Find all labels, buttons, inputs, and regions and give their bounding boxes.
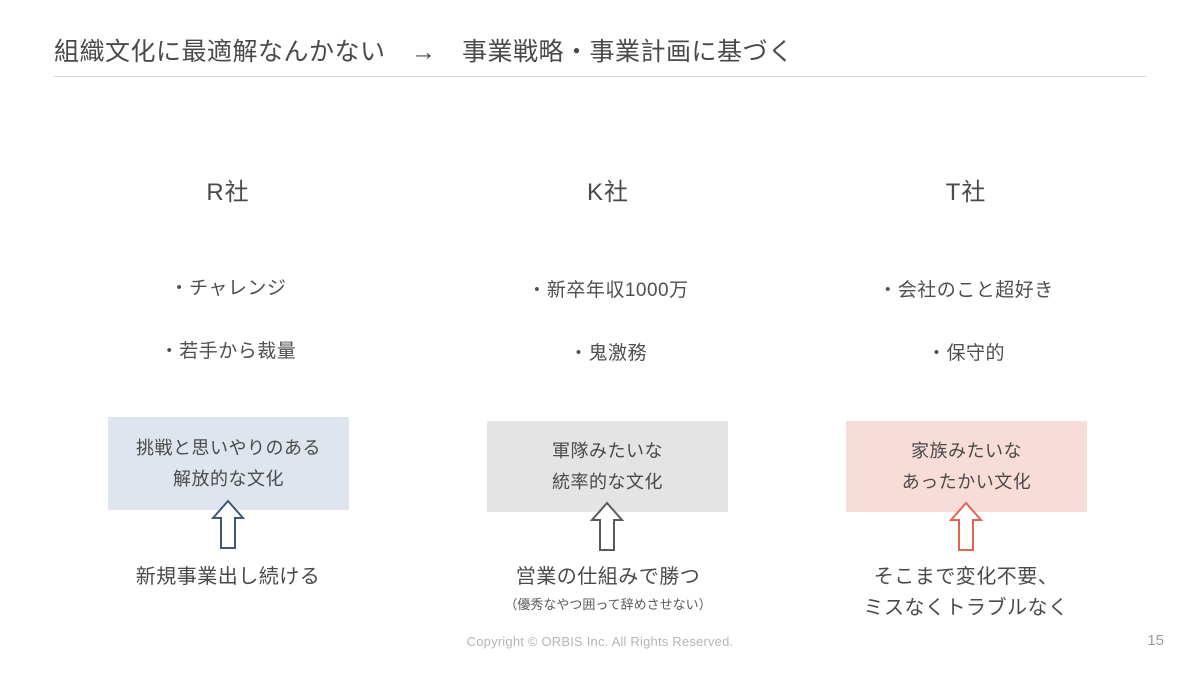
trait-item: ・新卒年収1000万	[527, 280, 689, 301]
caption-line-2: ミスなくトラブルなく	[863, 597, 1069, 619]
title-divider	[54, 76, 1146, 77]
column-heading: K社	[586, 179, 629, 206]
culture-box: 挑戦と思いやりのある 解放的な文化	[108, 417, 349, 510]
trait-item: ・チャレンジ	[169, 278, 287, 299]
strategy-caption: そこまで変化不要、 ミスなくトラブルなく	[786, 562, 1146, 624]
trait-item: ・会社のこと超好き	[878, 280, 1054, 301]
trait-item: ・保守的	[926, 342, 1005, 364]
caption-line-1: 新規事業出し続ける	[135, 566, 321, 588]
caption-line-1: そこまで変化不要、	[873, 566, 1059, 588]
copyright-notice: Copyright © ORBIS Inc. All Rights Reserv…	[466, 634, 734, 649]
trait-list: ・会社のこと超好き ・保守的	[786, 280, 1146, 406]
company-column-k: K社 ・新卒年収1000万 ・鬼激務 軍隊みたいな 統率的な文化 営業の仕組みで…	[428, 0, 788, 673]
page-number: 15	[1147, 632, 1164, 649]
culture-line-1: 家族みたいな	[911, 440, 1022, 461]
caption-subtext: （優秀なやつ囲って辞めさせない）	[504, 597, 712, 612]
culture-box: 軍隊みたいな 統率的な文化	[487, 421, 728, 512]
page-title: 組織文化に最適解なんかない → 事業戦略・事業計画に基づく	[54, 38, 794, 66]
strategy-caption: 営業の仕組みで勝つ （優秀なやつ囲って辞めさせない）	[428, 562, 788, 613]
culture-line-2: 統率的な文化	[552, 471, 663, 492]
culture-line-1: 挑戦と思いやりのある	[136, 437, 321, 458]
culture-line-2: あったかい文化	[901, 471, 1032, 492]
company-column-t: T社 ・会社のこと超好き ・保守的 家族みたいな あったかい文化 そこまで変化不…	[786, 0, 1146, 673]
up-arrow-icon	[948, 500, 984, 552]
culture-line-1: 軍隊みたいな	[552, 440, 663, 461]
trait-item: ・鬼激務	[568, 342, 647, 364]
trait-list: ・チャレンジ ・若手から裁量	[48, 278, 408, 404]
trait-list: ・新卒年収1000万 ・鬼激務	[428, 280, 788, 406]
up-arrow-icon	[210, 498, 246, 550]
trait-item: ・若手から裁量	[159, 340, 297, 362]
caption-line-1: 営業の仕組みで勝つ	[515, 566, 701, 588]
company-column-r: R社 ・チャレンジ ・若手から裁量 挑戦と思いやりのある 解放的な文化 新規事業…	[48, 0, 408, 673]
culture-line-2: 解放的な文化	[173, 468, 284, 489]
column-heading: R社	[206, 179, 250, 206]
up-arrow-icon	[589, 500, 625, 552]
strategy-caption: 新規事業出し続ける	[48, 562, 408, 593]
culture-box: 家族みたいな あったかい文化	[846, 421, 1087, 512]
column-heading: T社	[945, 179, 987, 206]
